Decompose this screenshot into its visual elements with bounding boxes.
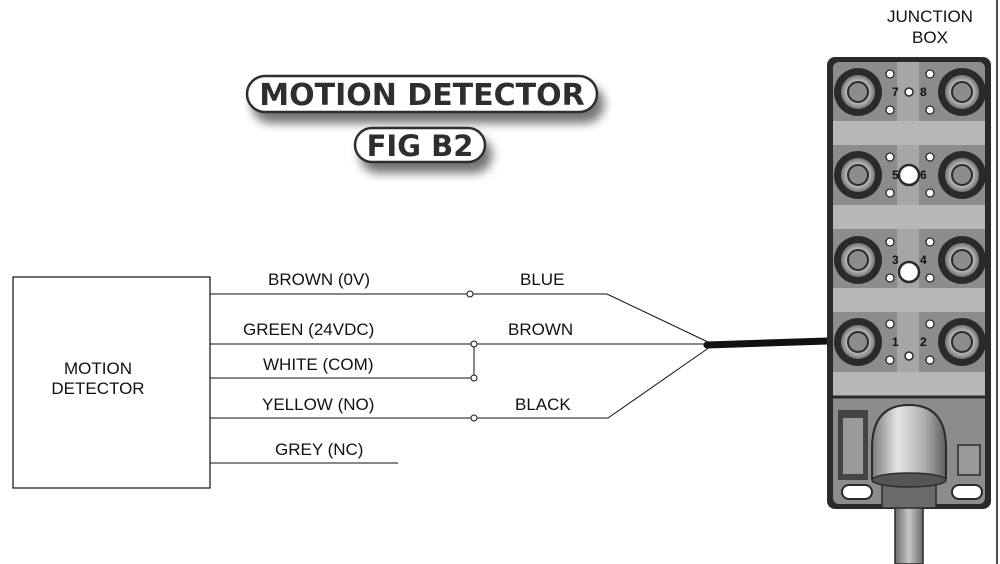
port-5 [834,151,882,199]
title-badge: MOTION DETECTOR [245,74,599,114]
detector-label-line1: MOTION [64,359,132,378]
title-fig: FIG B2 [367,129,474,163]
wire-label-green-24vdc: GREEN (24VDC) [243,320,374,339]
port-pin-marks [885,69,935,365]
junction-nodes [466,290,478,422]
title-main: MOTION DETECTOR [259,78,584,113]
cable-gland [871,403,947,564]
port-number-7: 7 [892,85,899,99]
port-number-8: 8 [920,85,927,99]
junction-label-line2: BOX [912,28,948,47]
port-7 [834,68,882,116]
port-2 [938,318,986,366]
port-number-2: 2 [920,335,927,349]
port-6 [938,151,986,199]
port-3 [834,236,882,284]
left-wires [210,293,474,464]
junction-label-line1: JUNCTION [887,7,973,26]
wire-label-yellow-no: YELLOW (NO) [262,395,374,414]
wire-label-grey-nc: GREY (NC) [275,440,363,459]
port-number-3: 3 [892,253,899,267]
wire-label-brown: BROWN [508,320,573,339]
wire-label-white-com: WHITE (COM) [263,355,373,374]
wire-label-black: BLACK [515,395,571,414]
port-number-4: 4 [920,253,927,267]
port-number-1: 1 [892,335,899,349]
port-1 [834,318,882,366]
port-number-6: 6 [920,168,927,182]
wire-label-brown-0v: BROWN (0V) [268,270,370,289]
wire-label-blue: BLUE [520,270,564,289]
fig-badge: FIG B2 [353,126,487,164]
detector-label-line2: DETECTOR [51,379,144,398]
port-8 [938,68,986,116]
motion-detector-box [12,276,211,489]
port-numbers: 7 8 5 6 3 4 1 2 [892,85,927,349]
right-wires [473,293,711,419]
port-number-5: 5 [892,168,899,182]
port-4 [938,236,986,284]
